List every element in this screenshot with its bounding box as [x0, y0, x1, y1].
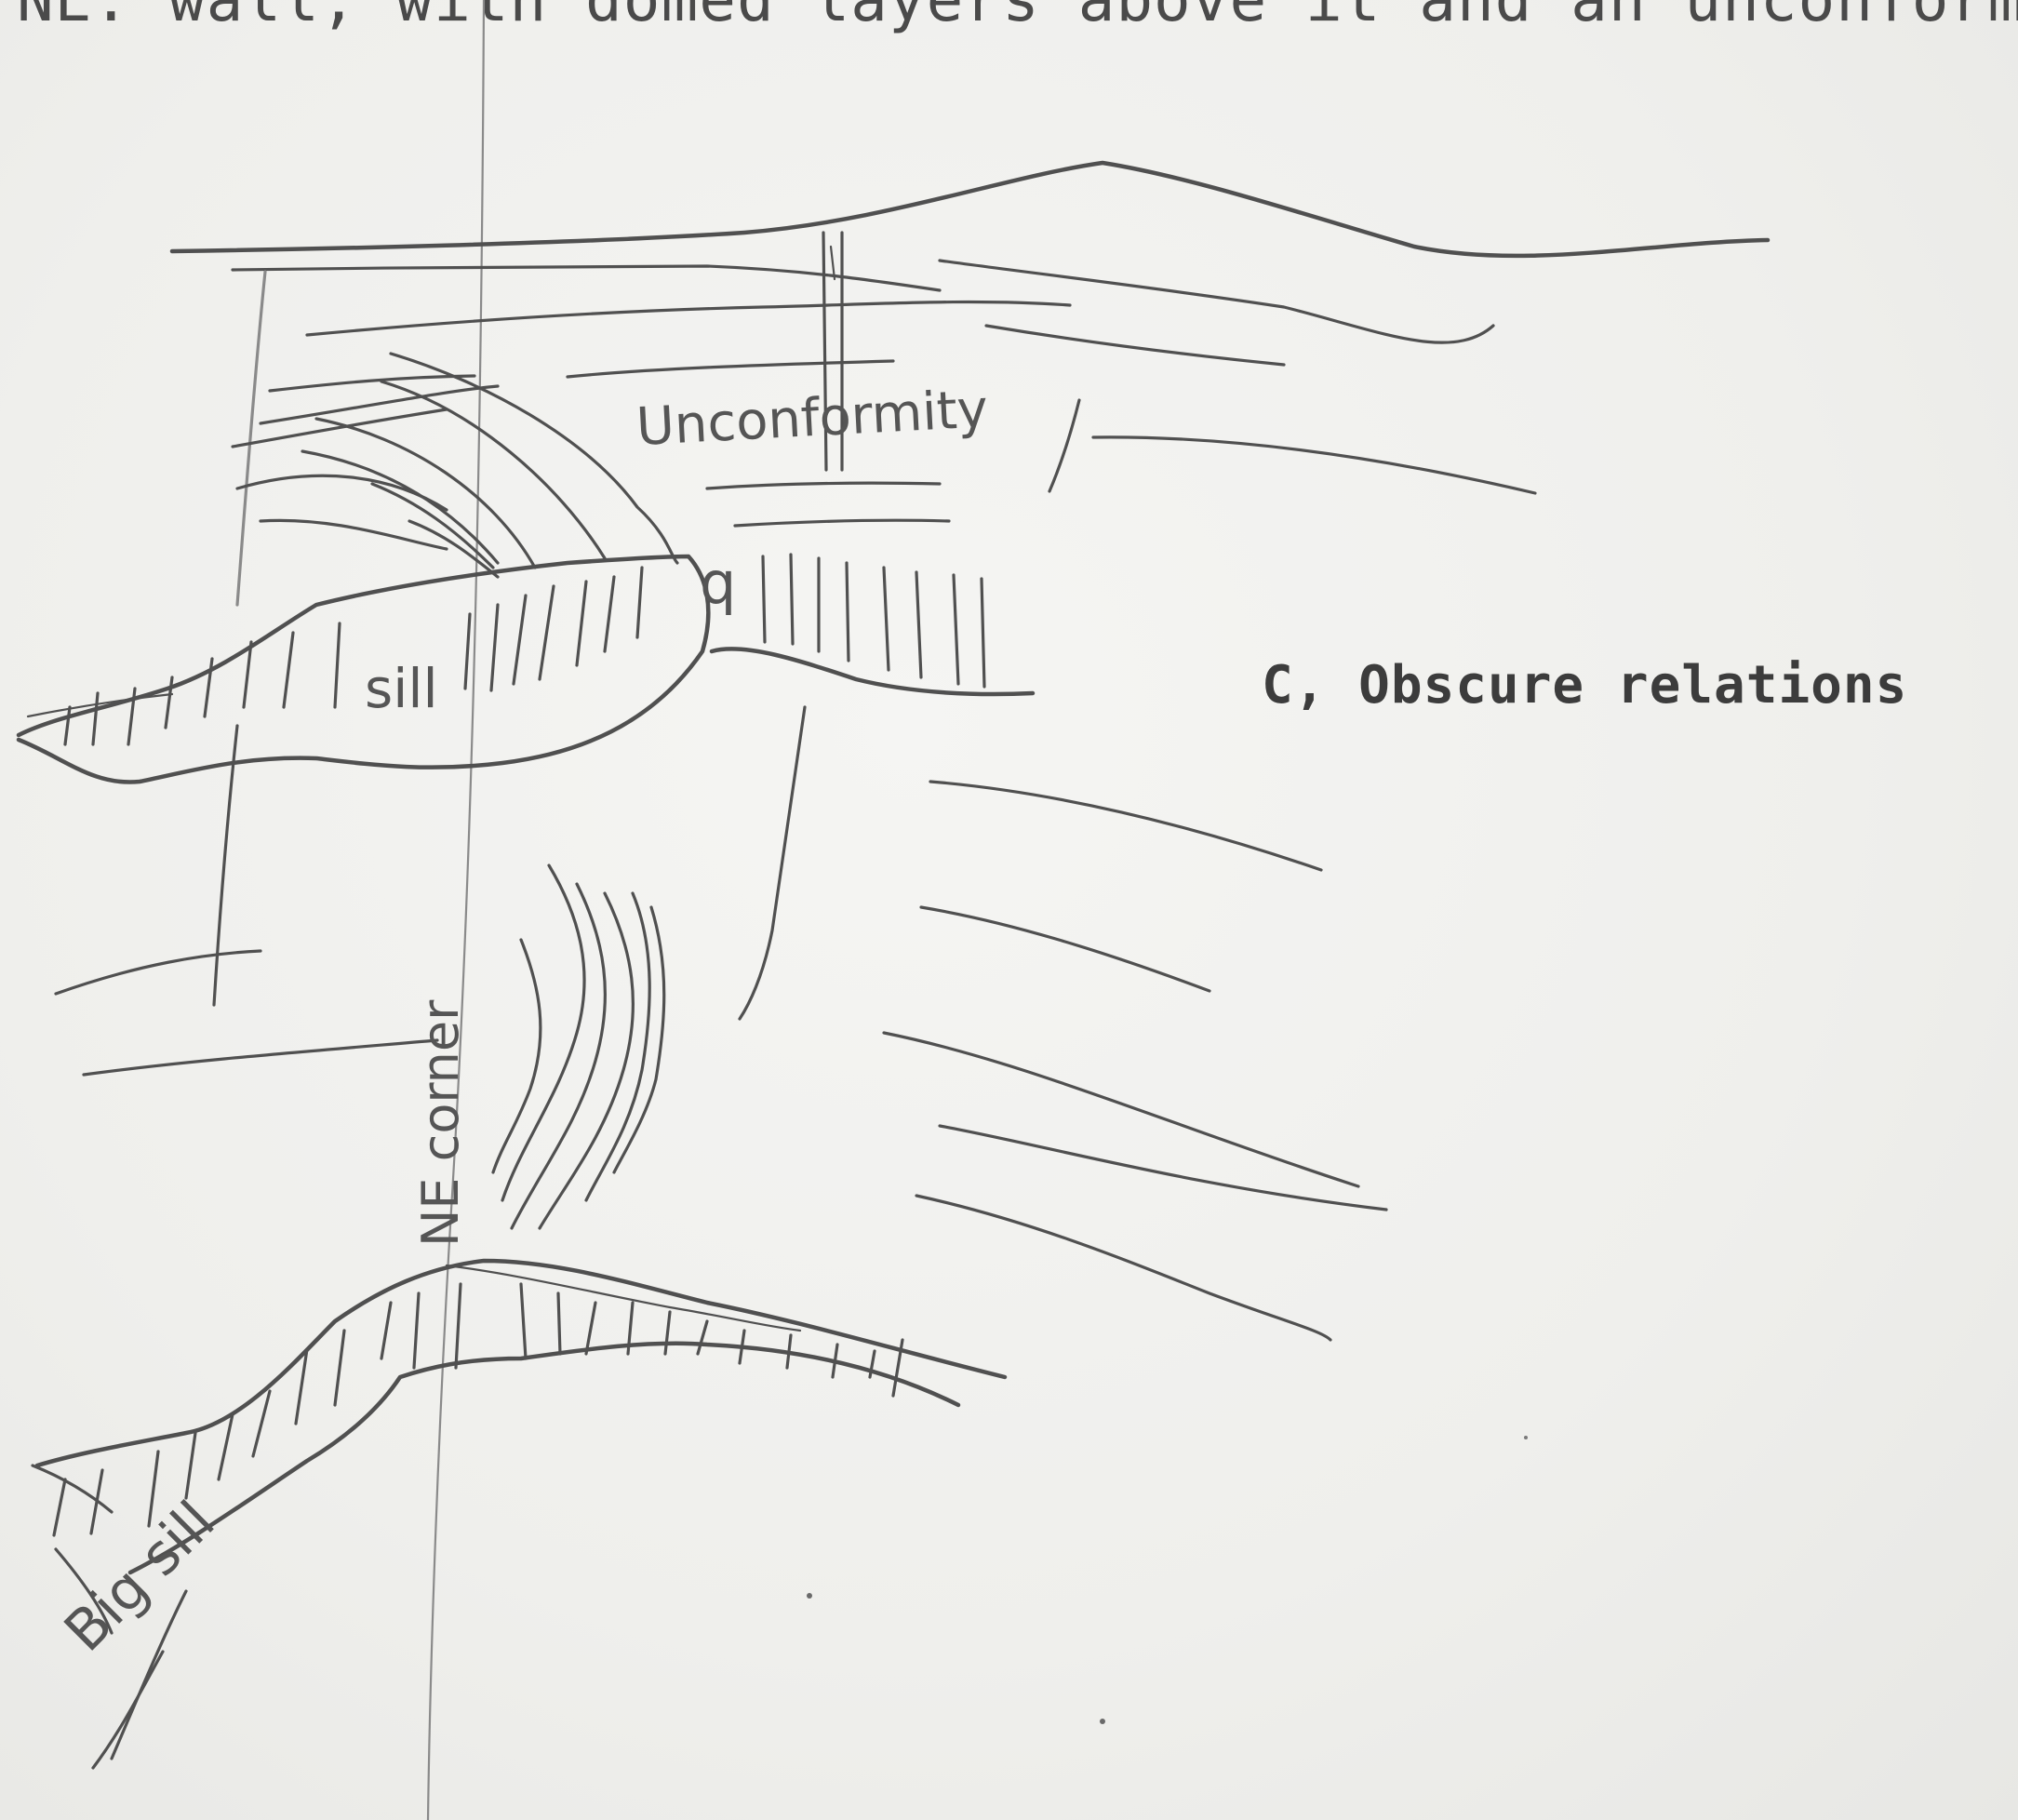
page-fold-line [428, 0, 484, 1820]
upper-sill-hatching [65, 555, 984, 744]
ne-corner-label: NE corner [411, 999, 470, 1247]
middle-fault [740, 707, 805, 1019]
ne-corner-folds [493, 865, 664, 1228]
caption-text: C, Obscure relations [1262, 653, 1907, 718]
point-marker: q [700, 549, 736, 617]
pencil-speck [1524, 1436, 1528, 1439]
skyline-ridge [172, 163, 1768, 256]
pencil-speck [1100, 1719, 1105, 1724]
pencil-speck [807, 1593, 812, 1599]
big-sill-outline-bottom [130, 1344, 958, 1572]
domed-layers [233, 354, 677, 577]
sill-label: sill [365, 657, 438, 720]
right-strata [884, 782, 1386, 1340]
unconformity-label: Unconformity [635, 379, 989, 458]
upper-sill-outline [19, 556, 708, 783]
unconformity-tick [1049, 400, 1079, 491]
big-sill-inner-line [447, 1265, 800, 1331]
upper-sill-inner [28, 694, 172, 716]
